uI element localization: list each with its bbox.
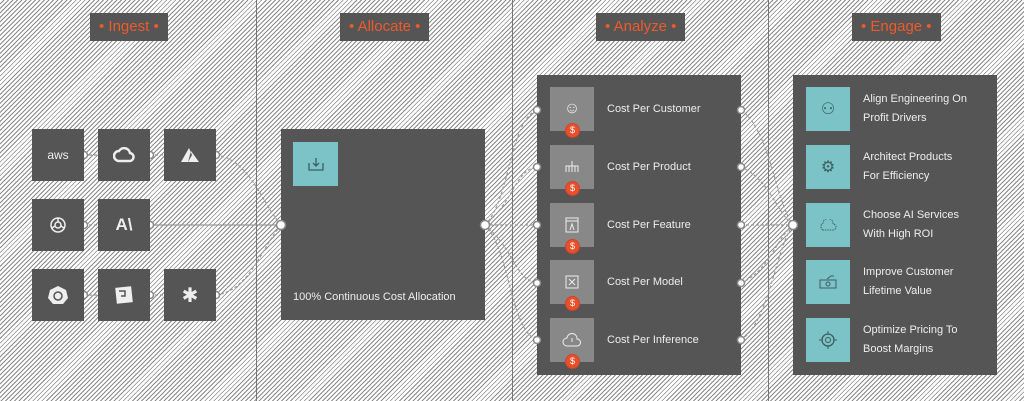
stage-title: Ingest <box>108 18 150 35</box>
connector <box>215 154 282 226</box>
cloud-icon <box>806 203 850 247</box>
column-divider <box>256 0 257 401</box>
kubernetes-icon[interactable] <box>32 269 84 321</box>
engage-panel: ⚇ Align Engineering On Profit Drivers ⚙ Arc… <box>793 75 997 375</box>
azure-icon[interactable] <box>164 129 216 181</box>
stage-label-engage: • Engage • <box>852 13 941 41</box>
engage-line: Optimize Pricing To <box>863 324 958 336</box>
snowflake-icon[interactable]: ✱ <box>164 269 216 321</box>
analyze-item[interactable]: ☺$ Cost Per Customer <box>550 87 740 138</box>
stage-title: Allocate <box>357 18 411 35</box>
engage-line: Profit Drivers <box>863 112 927 124</box>
allocation-icon <box>293 142 338 186</box>
engage-item-label: Optimize Pricing To Boost Margins <box>863 318 958 362</box>
datadog-icon[interactable] <box>98 269 150 321</box>
engage-line: For Efficiency <box>863 170 930 182</box>
allocation-panel: 100% Continuous Cost Allocation <box>281 129 485 320</box>
engage-item[interactable]: Optimize Pricing To Boost Margins <box>806 318 996 362</box>
google-cloud-icon[interactable] <box>98 129 150 181</box>
analyze-item[interactable]: $ Cost Per Model <box>550 260 740 311</box>
analyze-item-label: Cost Per Product <box>607 160 691 173</box>
engage-line: Lifetime Value <box>863 285 932 297</box>
connector <box>484 109 538 341</box>
stage-label-ingest: • Ingest • <box>90 13 168 41</box>
feature-icon <box>550 203 594 247</box>
stage-title: Analyze <box>613 18 667 35</box>
analyze-item[interactable]: $ Cost Per Product <box>550 145 740 196</box>
analyze-item-label: Cost Per Inference <box>607 333 699 346</box>
analyze-item-label: Cost Per Feature <box>607 218 691 231</box>
stage-label-allocate: • Allocate • <box>340 13 430 41</box>
engage-line: Boost Margins <box>863 343 934 355</box>
connector <box>215 224 282 296</box>
aws-icon[interactable]: aws <box>32 129 84 181</box>
engage-line: With High ROI <box>863 228 934 240</box>
analyze-item-label: Cost Per Model <box>607 275 683 288</box>
dollar-coin-icon: $ <box>565 181 580 196</box>
allocation-caption: 100% Continuous Cost Allocation <box>293 291 456 303</box>
dollar-coin-icon: $ <box>565 123 580 138</box>
connector <box>740 109 794 341</box>
engage-item[interactable]: ⚇ Align Engineering On Profit Drivers <box>806 87 996 131</box>
column-divider <box>512 0 513 401</box>
stage-label-analyze: • Analyze • <box>596 13 686 41</box>
engineer-icon: ⚇ <box>806 87 850 131</box>
anthropic-logo-text: A\ <box>115 215 133 234</box>
target-icon <box>806 318 850 362</box>
openai-icon[interactable] <box>32 199 84 251</box>
column-divider <box>768 0 769 401</box>
aws-logo-text: aws <box>47 148 69 162</box>
anthropic-icon[interactable]: A\ <box>98 199 150 251</box>
analyze-item-label: Cost Per Customer <box>607 102 701 115</box>
architecture-icon: ⚙ <box>806 145 850 189</box>
engage-item-label: Align Engineering On Profit Drivers <box>863 87 967 131</box>
connector <box>84 154 164 296</box>
stage-title: Engage <box>870 18 923 35</box>
engage-line: Choose AI Services <box>863 209 959 221</box>
dollar-coin-icon: $ <box>565 354 580 369</box>
engage-line: Align Engineering On <box>863 93 967 105</box>
money-growth-icon <box>806 260 850 304</box>
customer-icon: ☺ <box>550 87 594 131</box>
analyze-item[interactable]: $ Cost Per Feature <box>550 203 740 254</box>
engage-line: Architect Products <box>863 151 953 163</box>
dollar-coin-icon: $ <box>565 296 580 311</box>
engage-line: Improve Customer <box>863 266 954 278</box>
dollar-coin-icon: $ <box>565 239 580 254</box>
analyze-panel: ☺$Cost Per Customer $Cost Per Product $C… <box>537 75 741 375</box>
analyze-item[interactable]: $ Cost Per Inference <box>550 318 740 369</box>
